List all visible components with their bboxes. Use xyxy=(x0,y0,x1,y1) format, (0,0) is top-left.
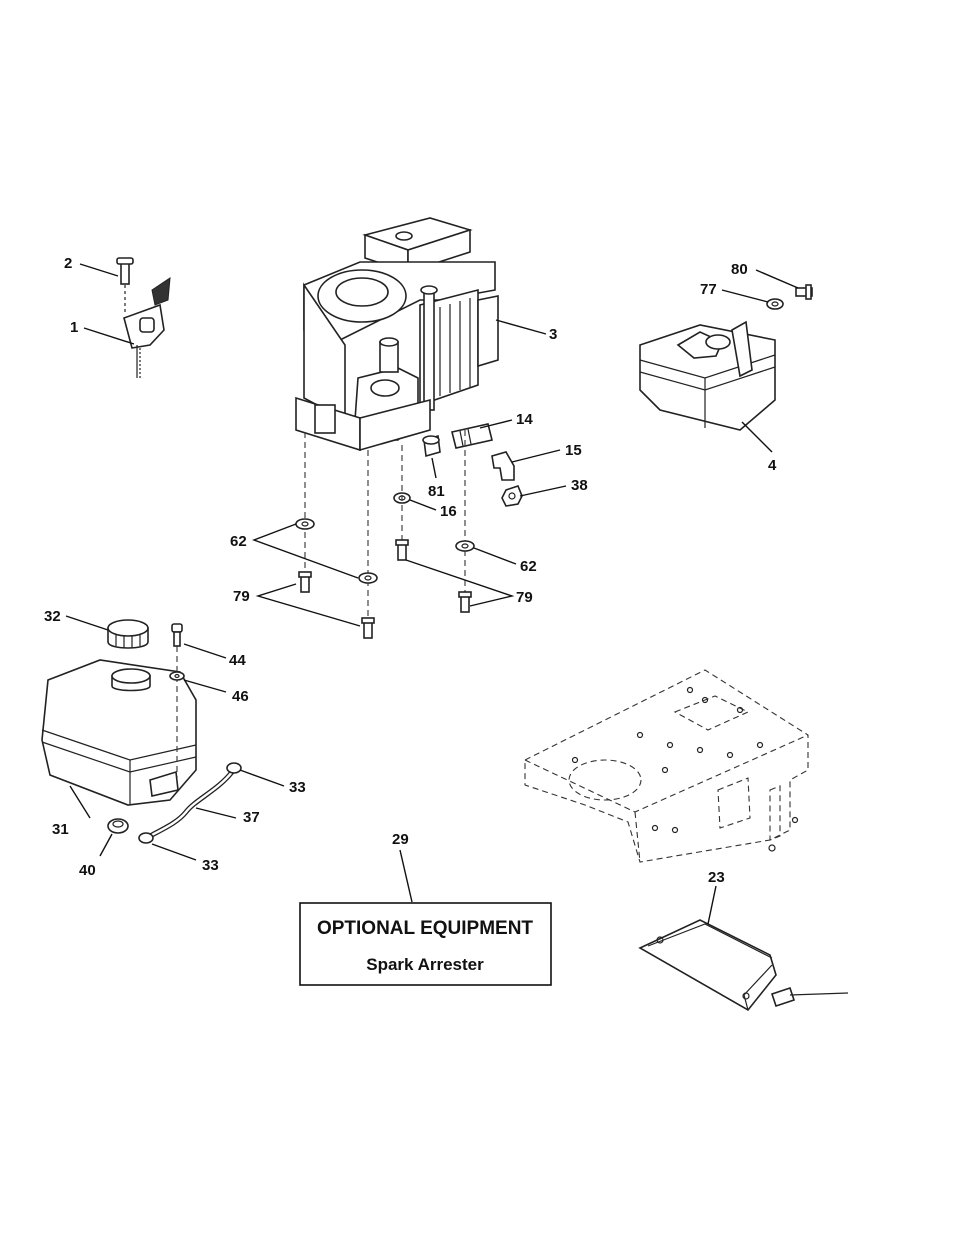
callout-4: 4 xyxy=(768,457,777,474)
heat-shield-23 xyxy=(640,920,848,1010)
callout-79-right: 79 xyxy=(516,589,533,606)
callout-1: 1 xyxy=(70,319,78,336)
callout-44: 44 xyxy=(229,652,246,669)
callout-77: 77 xyxy=(700,281,717,298)
engine-assembly xyxy=(296,218,498,450)
callout-3: 3 xyxy=(549,326,557,343)
callout-31: 31 xyxy=(52,821,69,838)
callout-2: 2 xyxy=(64,255,72,272)
callout-37: 37 xyxy=(243,809,260,826)
callout-46: 46 xyxy=(232,688,249,705)
callout-62-left: 62 xyxy=(230,533,247,550)
callout-23: 23 xyxy=(708,869,725,886)
callout-79-left: 79 xyxy=(233,588,250,605)
callout-29: 29 xyxy=(392,831,409,848)
fitting-81 xyxy=(423,436,440,456)
fuel-cap-32 xyxy=(108,620,148,648)
callout-15: 15 xyxy=(565,442,582,459)
muffler-4 xyxy=(640,322,775,430)
nut-38 xyxy=(502,486,522,506)
elbow-15 xyxy=(492,452,514,480)
callout-14: 14 xyxy=(516,411,533,428)
fuel-tank-31 xyxy=(42,660,196,805)
washer-46 xyxy=(170,672,184,680)
callout-40: 40 xyxy=(79,862,96,879)
washer-77 xyxy=(767,299,783,309)
callout-33-upper: 33 xyxy=(289,779,306,796)
bolt-79 xyxy=(299,540,471,638)
callout-80: 80 xyxy=(731,261,748,278)
bushing-40 xyxy=(108,819,128,833)
chassis-plate xyxy=(525,670,808,862)
optional-equipment-title: OPTIONAL EQUIPMENT xyxy=(317,918,533,939)
callout-16: 16 xyxy=(440,503,457,520)
callout-33-lower: 33 xyxy=(202,857,219,874)
optional-equipment-subtitle: Spark Arrester xyxy=(366,955,484,974)
exhaust-pipe-14 xyxy=(452,424,492,448)
bolt-80 xyxy=(796,285,812,299)
callout-62-right: 62 xyxy=(520,558,537,575)
optional-equipment-box: OPTIONAL EQUIPMENT Spark Arrester xyxy=(300,903,551,985)
throttle-control-assembly xyxy=(117,258,170,378)
callout-32: 32 xyxy=(44,608,61,625)
callout-38: 38 xyxy=(571,477,588,494)
callout-81: 81 xyxy=(428,483,445,500)
bolt-44 xyxy=(172,624,182,646)
